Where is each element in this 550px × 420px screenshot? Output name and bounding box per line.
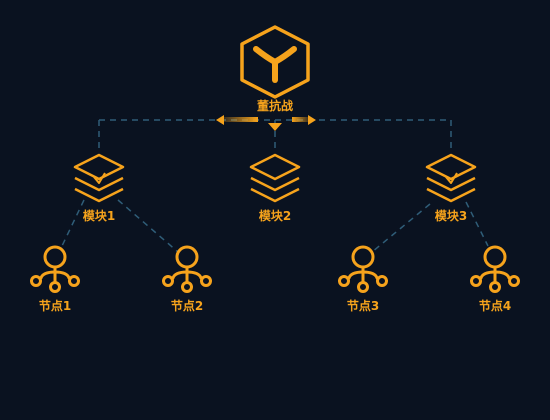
module-label-1: 模块1: [82, 209, 116, 223]
connector-node2: [117, 199, 179, 253]
node-label-4: 节点4: [478, 299, 512, 313]
layers-icon: [425, 153, 477, 203]
node-network-icon: [338, 245, 388, 293]
hexagon-y-icon: [240, 25, 310, 99]
module-label-3: 模块3: [434, 209, 468, 223]
chevron-down-icon: [268, 123, 282, 131]
node-label-3: 节点3: [346, 299, 380, 313]
layers-icon: [73, 153, 125, 203]
node-network-icon: [470, 245, 520, 293]
connector-node1: [61, 199, 85, 247]
connector-node4: [465, 201, 489, 247]
root-splitter: [216, 115, 316, 131]
node-network-icon: [162, 245, 212, 293]
node-label-1: 节点1: [38, 299, 72, 313]
module-label-2: 模块2: [258, 209, 292, 223]
node-label-2: 节点2: [170, 299, 204, 313]
connector-lines: [61, 119, 489, 253]
root-label: 董抗战: [256, 99, 294, 113]
connector-node3: [371, 203, 431, 253]
layers-icon: [249, 153, 301, 203]
node-network-icon: [30, 245, 80, 293]
